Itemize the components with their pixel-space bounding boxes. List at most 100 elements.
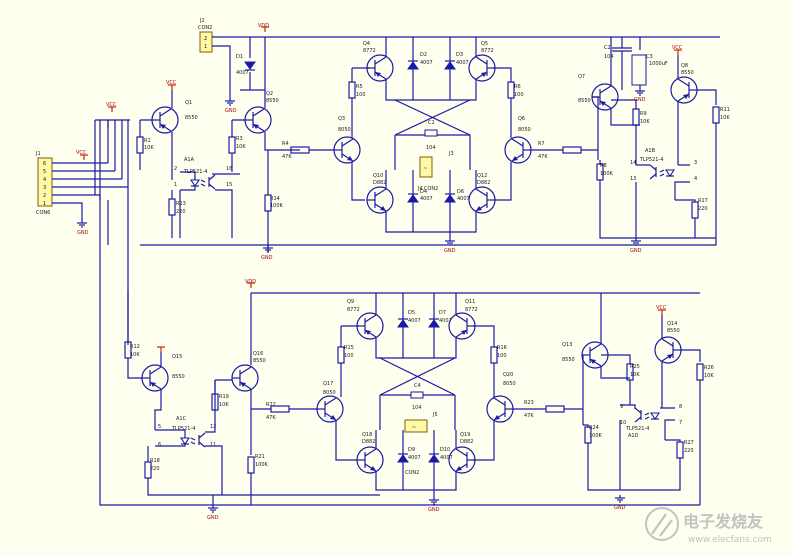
q6-val: 8050: [518, 127, 531, 133]
opto-a1b-pin-4: 4: [694, 176, 697, 182]
r19-ref: R19: [219, 394, 229, 400]
q12-ref: Q12: [477, 173, 487, 179]
a1b-ref: A1B: [645, 148, 656, 154]
j4-ref-bottom: CON2: [405, 470, 419, 476]
svg-text:7: 7: [679, 420, 682, 426]
r1-val: 10K: [144, 145, 154, 151]
q17-ref: Q17: [323, 381, 333, 387]
r15-ref: R15: [344, 345, 354, 351]
d4-ref: D4: [420, 189, 427, 195]
j2-name: CON2: [198, 25, 212, 31]
q7: Q7 8550: [578, 74, 619, 111]
r6-val: 100: [514, 92, 524, 98]
q2-val: 8550: [266, 98, 279, 104]
d1-ref: D1: [236, 54, 243, 60]
watermark-brand: 电子发烧友: [683, 512, 764, 531]
r21-val: 100K: [255, 462, 269, 468]
r27-val: 220: [684, 448, 694, 454]
q10: Q10 D882: [366, 173, 394, 214]
q15: Q15 8550: [141, 354, 185, 392]
r7-val: 47K: [538, 154, 548, 160]
svg-text:GND: GND: [428, 507, 440, 513]
svg-text:1: 1: [174, 182, 177, 188]
svg-text:VDD: VDD: [258, 23, 269, 29]
r12-ref: R12: [130, 344, 140, 350]
svg-text:GND: GND: [261, 255, 273, 261]
svg-text:VCC: VCC: [166, 80, 177, 86]
q8-val: 8550: [681, 70, 694, 76]
r11-val: 10K: [720, 115, 730, 121]
c1-ref: C1: [428, 120, 435, 126]
q18-ref: Q18: [362, 432, 372, 438]
q13-ref: Q13: [562, 342, 572, 348]
q18-val: D882: [362, 439, 375, 445]
svg-text:8: 8: [679, 404, 682, 410]
j1-pin-5: 5: [43, 169, 46, 175]
a1a-ref: A1A: [184, 157, 195, 163]
q4-ref: Q4: [363, 41, 370, 47]
svg-text:5: 5: [158, 424, 161, 430]
r13-val: 220: [176, 209, 186, 215]
svg-text:GND: GND: [207, 515, 219, 521]
q8-ref: Q8: [681, 63, 688, 69]
d3-val: 4007: [456, 60, 469, 66]
d1-val: 4007: [236, 70, 249, 76]
r17-val: 220: [698, 206, 708, 212]
c3-ref: C3: [646, 54, 653, 60]
r25-ref: R25: [630, 364, 640, 370]
q10-val: D882: [373, 180, 386, 186]
d2-val: 4007: [420, 60, 433, 66]
c4-val: 104: [412, 405, 422, 411]
d5-val: 4007: [408, 318, 421, 324]
j1-ref: J1: [35, 151, 41, 157]
q15-val: 8550: [172, 374, 185, 380]
q4: Q4 8772: [363, 41, 394, 82]
r8-val: 100K: [600, 171, 614, 177]
svg-text:2: 2: [174, 166, 177, 172]
q14-val: 8550: [667, 328, 680, 334]
q12: Q12 D882: [468, 173, 496, 214]
q2: Q2 8550: [244, 91, 279, 134]
svg-text:GND: GND: [77, 230, 89, 236]
q4-val: 8772: [363, 48, 376, 54]
svg-text:3: 3: [694, 160, 697, 166]
q14: Q14 8550: [654, 321, 682, 364]
svg-text:16: 16: [226, 166, 232, 172]
d7-ref: D7: [439, 310, 446, 316]
watermark-url: www.elecfans.com: [688, 535, 772, 545]
r22-ref: R22: [266, 402, 276, 408]
q13: Q13 8550: [562, 341, 609, 369]
d2-ref: D2: [420, 52, 427, 58]
c4-ref: C4: [414, 383, 421, 389]
opto-a1a: A1A TLP521-4 1 2 15 16: [174, 157, 240, 238]
r7-ref: R7: [538, 141, 545, 147]
r14-val: 100K: [270, 203, 284, 209]
q17: Q17 8050: [316, 381, 344, 423]
svg-text:14: 14: [630, 160, 636, 166]
a1c-ref: A1C: [176, 416, 187, 422]
r3-ref: R3: [236, 136, 243, 142]
svg-text:13: 13: [630, 176, 636, 182]
r4-val: 47K: [282, 154, 292, 160]
q3: Q3 8050: [333, 116, 361, 164]
j1-pin-2: 2: [43, 193, 46, 199]
j1-pin-6: 6: [43, 161, 46, 167]
r18-ref: R18: [150, 458, 160, 464]
r4-ref: R4: [282, 141, 289, 147]
q1: Q1 8550: [151, 100, 198, 134]
a1d-val: TLP521-4: [625, 426, 649, 432]
q6: Q6 8050: [504, 116, 532, 164]
j2-pin-1: 1: [204, 44, 207, 50]
opto-a1c-pin-11: 11: [210, 442, 216, 448]
svg-text:GND: GND: [444, 248, 456, 254]
r26-ref: R26: [704, 365, 714, 371]
r22-val: 47K: [266, 415, 276, 421]
d7-val: 4007: [439, 318, 452, 324]
q3-val: 8050: [338, 127, 351, 133]
svg-text:6: 6: [158, 442, 161, 448]
r26-val: 10K: [704, 373, 714, 379]
q8: Q8 8550: [670, 63, 698, 104]
r12-val: 10K: [130, 352, 140, 358]
d9-val: 4007: [408, 455, 421, 461]
